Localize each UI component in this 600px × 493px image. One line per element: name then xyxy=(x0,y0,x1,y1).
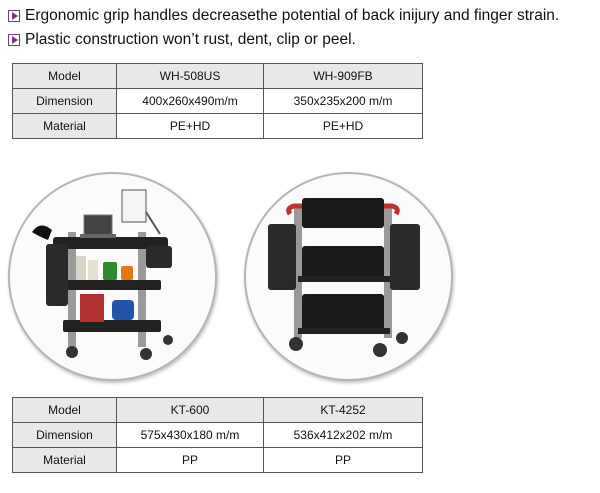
spec-table-bottom: Model KT-600 KT-4252 Dimension 575x430x1… xyxy=(12,397,423,473)
cart-post xyxy=(384,208,392,338)
table-cell: KT-600 xyxy=(116,397,264,423)
grip-handle xyxy=(382,203,400,216)
table-cell: WH-909FB xyxy=(263,63,423,89)
table-cell: KT-4252 xyxy=(263,397,423,423)
table-row: Material PP PP xyxy=(12,447,423,473)
lamp-icon xyxy=(32,225,52,240)
side-bin xyxy=(146,246,172,268)
laptop-base xyxy=(80,234,116,238)
feature-bullet: Ergonomic grip handles decreasethe poten… xyxy=(8,7,559,25)
table-cell: PP xyxy=(116,447,264,473)
spec-table-top: Model WH-508US WH-909FB Dimension 400x26… xyxy=(12,63,423,139)
table-row: Material PE+HD PE+HD xyxy=(12,113,423,139)
top-tub xyxy=(302,198,384,228)
wheel xyxy=(163,335,173,345)
book-stack xyxy=(80,294,104,322)
table-cell: 350x235x200 m/m xyxy=(263,88,423,114)
bucket xyxy=(112,300,134,320)
table-row: Model KT-600 KT-4252 xyxy=(12,397,423,423)
table-row: Model WH-508US WH-909FB xyxy=(12,63,423,89)
table-cell: PE+HD xyxy=(263,113,423,139)
wheel xyxy=(373,343,387,357)
table-cell: 536x412x202 m/m xyxy=(263,422,423,448)
table-cell: Model xyxy=(12,397,117,423)
laptop-screen xyxy=(83,214,113,236)
table-row: Dimension 400x260x490m/m 350x235x200 m/m xyxy=(12,88,423,114)
utility-cart-image xyxy=(32,189,173,360)
table-cell: Material xyxy=(12,113,117,139)
cart-shelf xyxy=(63,320,161,332)
table-cell: 400x260x490m/m xyxy=(116,88,264,114)
cart-post xyxy=(294,208,302,338)
side-bin xyxy=(268,224,296,290)
wheel xyxy=(66,346,78,358)
feature-bullet: Plastic construction won’t rust, dent, c… xyxy=(8,31,356,49)
feature-text: Plastic construction won’t rust, dent, c… xyxy=(25,31,356,48)
table-row: Dimension 575x430x180 m/m 536x412x202 m/… xyxy=(12,422,423,448)
spray-bottle xyxy=(121,266,133,280)
bullet-arrow-icon xyxy=(8,34,20,46)
wheel xyxy=(289,337,303,351)
table-cell: 575x430x180 m/m xyxy=(116,422,264,448)
spray-bottle xyxy=(103,262,117,280)
table-cell: Dimension xyxy=(12,422,117,448)
paper-roll xyxy=(76,256,86,280)
table-cell: Material xyxy=(12,447,117,473)
cart-shelf xyxy=(63,280,161,290)
bullet-arrow-icon xyxy=(8,10,20,22)
table-cell: PE+HD xyxy=(116,113,264,139)
table-cell: WH-508US xyxy=(116,63,264,89)
middle-tub xyxy=(302,246,384,278)
cart-shelf xyxy=(53,237,168,249)
clipboard xyxy=(121,189,147,223)
side-bin xyxy=(46,244,68,306)
wheel xyxy=(396,332,408,344)
wheel xyxy=(140,348,152,360)
bottom-tub xyxy=(302,294,384,332)
side-bin xyxy=(390,224,420,290)
table-cell: Dimension xyxy=(12,88,117,114)
table-cell: PP xyxy=(263,447,423,473)
grip-handle xyxy=(286,203,304,216)
feature-text: Ergonomic grip handles decreasethe poten… xyxy=(25,7,560,24)
service-cart-image xyxy=(268,198,420,357)
table-cell: Model xyxy=(12,63,117,89)
